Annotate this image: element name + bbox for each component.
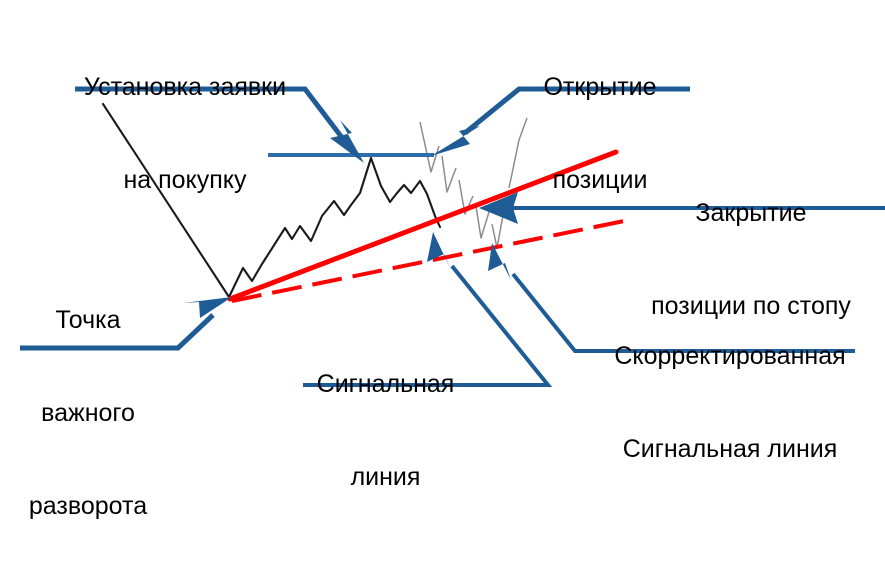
label-position-opening: Открытие позиции — [500, 10, 700, 258]
label-position-close-by-stop-line1: Закрытие — [695, 199, 807, 227]
signal-trendline — [227, 149, 619, 302]
arrowhead-position-opening — [431, 126, 480, 156]
arrowhead-signal-line — [427, 232, 451, 270]
label-signal-line-line1: Сигнальная — [316, 370, 455, 398]
arrowhead-position-close-by-stop — [479, 192, 518, 224]
leader-corrected-signal-line — [488, 243, 855, 353]
diagram-graphics-layer — [20, 86, 885, 387]
label-key-reversal-point: Точка важного разворота — [8, 243, 168, 584]
leader-position-close-by-stop — [479, 192, 885, 224]
label-buy-order-placement: Установка заявки на покупку — [60, 10, 310, 258]
price-zigzag — [101, 102, 442, 299]
label-signal-line: Сигнальная линия — [288, 307, 483, 555]
label-key-reversal-point-line1: Точка — [55, 306, 121, 334]
arrowhead-corrected-signal-line — [488, 243, 511, 280]
label-signal-line-line2: линия — [350, 463, 421, 491]
corrected-signal-trendline — [231, 218, 630, 303]
label-position-close-by-stop-line2: позиции по стопу — [651, 292, 851, 320]
arrowhead-key-reversal-point — [183, 297, 232, 318]
diagram-canvas: Установка заявки на покупку Открытие поз… — [20, 10, 885, 520]
leader-position-opening — [431, 86, 690, 156]
label-position-close-by-stop: Закрытие позиции по стопу — [620, 136, 882, 384]
label-corrected-signal-line-line1: Скорректированная — [614, 342, 846, 370]
label-buy-order-placement-line1: Установка заявки — [83, 73, 287, 101]
arrowhead-buy-order-placement — [330, 120, 364, 163]
label-position-opening-line1: Открытие — [543, 73, 657, 101]
label-position-opening-line2: позиции — [552, 166, 648, 194]
label-corrected-signal-line: Скорректированная Сигнальная линия — [585, 279, 875, 527]
label-buy-order-placement-line2: на покупку — [123, 166, 247, 194]
label-key-reversal-point-line2: важного — [41, 399, 135, 427]
leader-key-reversal-point — [20, 297, 232, 351]
label-corrected-signal-line-line2: Сигнальная линия — [622, 435, 838, 463]
leader-signal-line — [303, 232, 553, 387]
label-key-reversal-point-line3: разворота — [28, 492, 148, 520]
leader-buy-order-placement — [75, 86, 364, 163]
